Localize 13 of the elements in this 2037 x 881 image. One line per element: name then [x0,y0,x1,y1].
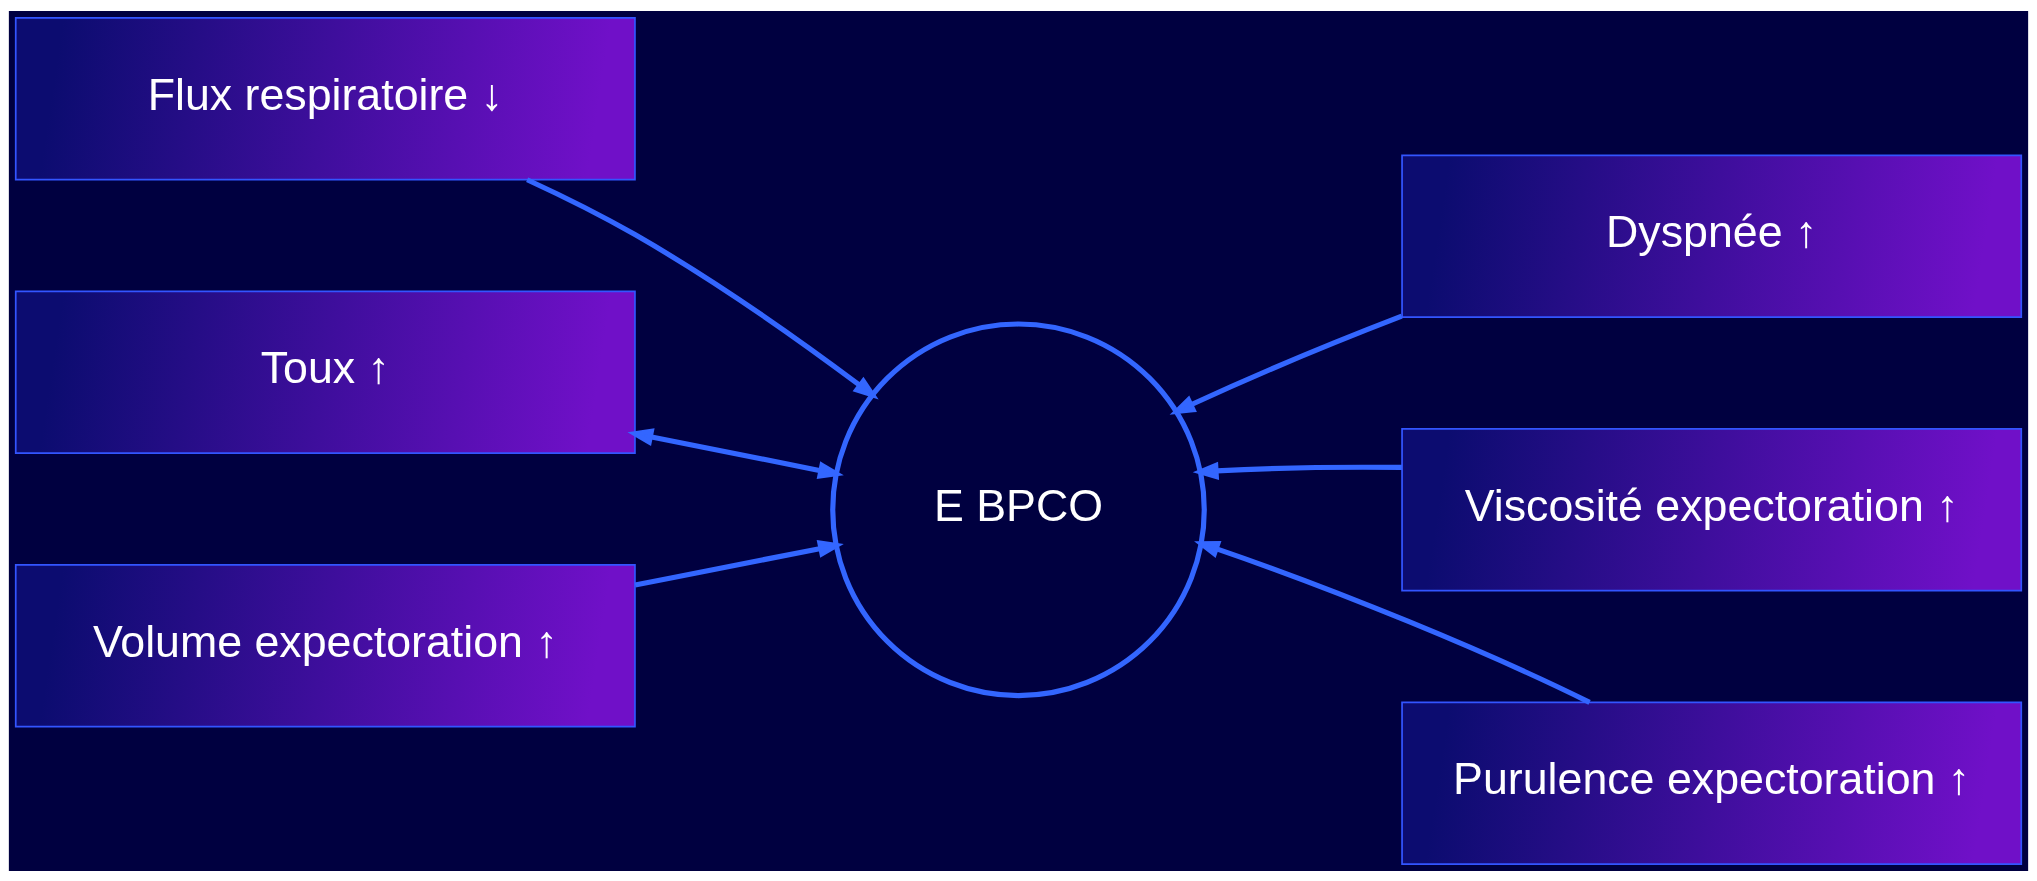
arrow [526,176,879,400]
node-box: Flux respiratoire ↓ [14,16,636,180]
node-box: Toux ↑ [14,290,636,454]
node-box: Volume expectoration ↑ [14,563,636,727]
arrow [1194,540,1591,705]
arrow [634,539,844,588]
node-box: Purulence expectoration ↑ [1401,701,2023,865]
arrow [627,427,844,479]
node-circle: E BPCO [830,320,1207,698]
arrow [1192,461,1402,480]
arrow [1169,313,1403,415]
node-box: Dyspnée ↑ [1401,154,2023,318]
node-box: Viscosité expectoration ↑ [1401,427,2023,591]
